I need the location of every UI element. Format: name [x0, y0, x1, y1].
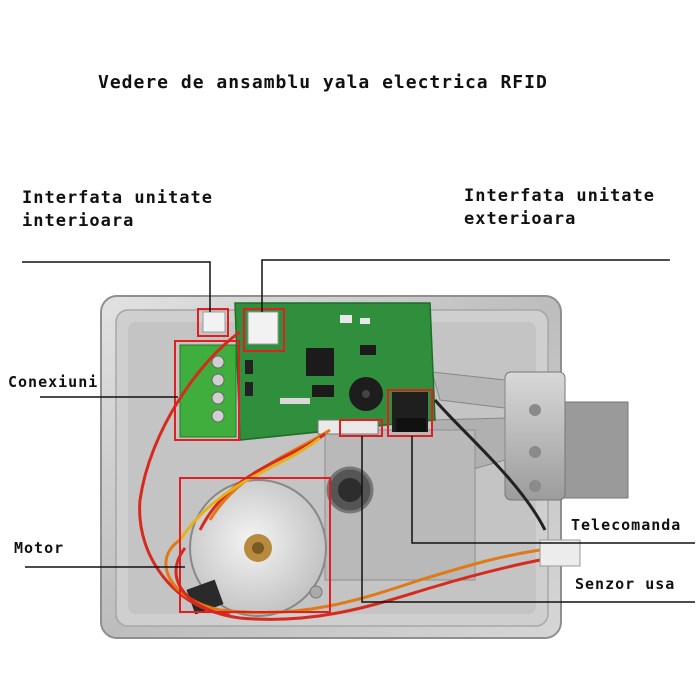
remote-connector — [539, 539, 581, 567]
leader-exterior — [261, 259, 670, 312]
leader-door-sensor — [361, 436, 695, 603]
label-interior-interface-line1: Interfata unitate — [22, 188, 213, 208]
stepper-motor — [186, 479, 327, 617]
wiring — [138, 330, 547, 621]
label-door-sensor: Senzor usa — [575, 575, 676, 593]
interface-connectors — [202, 311, 279, 345]
label-exterior-interface-line1: Interfata unitate — [464, 186, 655, 206]
label-exterior-interface-line2: exterioara — [464, 209, 577, 229]
label-motor: Motor — [14, 539, 65, 557]
diagram-title: Vedere de ansamblu yala electrica RFID — [98, 72, 548, 93]
leader-remote — [411, 436, 695, 544]
mechanism-plate — [324, 429, 476, 581]
highlight-boxes — [174, 308, 433, 613]
label-remote: Telecomanda — [571, 516, 682, 534]
leader-interior — [22, 261, 211, 312]
leader-lines — [22, 259, 695, 603]
label-connections: Conexiuni — [8, 373, 99, 391]
highlight-remote — [387, 389, 433, 437]
highlight-door-sensor — [339, 419, 383, 437]
highlight-connections — [174, 340, 240, 441]
highlight-exterior-interface — [243, 308, 285, 352]
highlight-interior-interface — [197, 308, 229, 337]
highlight-motor — [179, 477, 331, 613]
label-interior-interface-line2: interioara — [22, 211, 135, 231]
